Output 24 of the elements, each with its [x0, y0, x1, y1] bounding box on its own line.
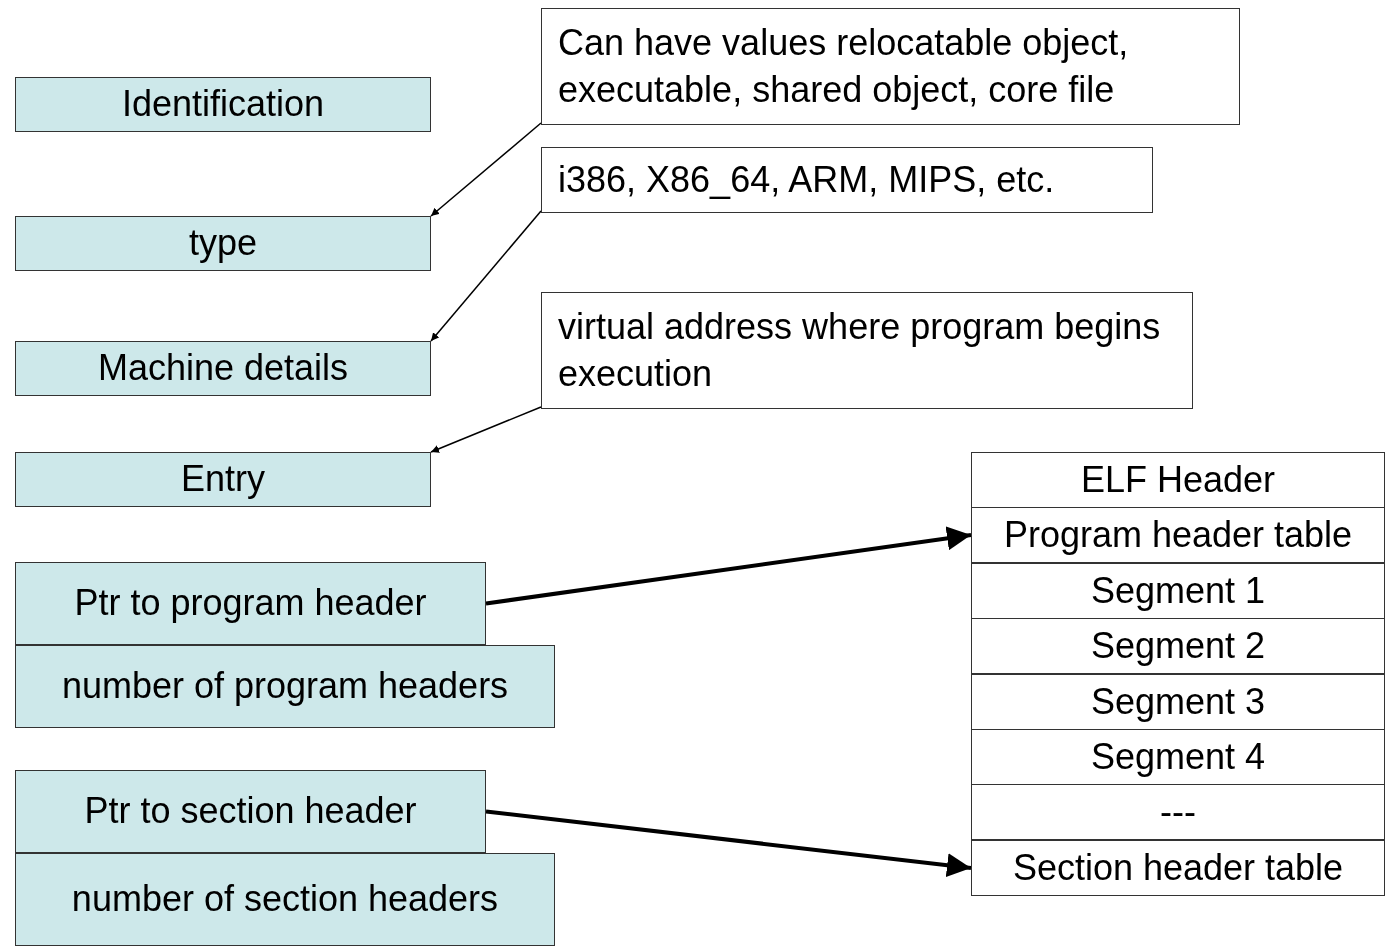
field-box: number of program headers — [15, 645, 555, 728]
field-box: Identification — [15, 77, 431, 132]
note-box: i386, X86_64, ARM, MIPS, etc. — [541, 147, 1153, 213]
note-box: Can have values relocatable object, executable, shared object, core file — [541, 8, 1240, 125]
leader-arrow — [430, 210, 542, 342]
pointer-arrow — [485, 809, 972, 878]
table-row: Segment 1 — [971, 563, 1385, 619]
table-row: Program header table — [971, 507, 1385, 563]
leader-arrow — [430, 406, 542, 453]
field-box: Ptr to program header — [15, 562, 486, 645]
table-row: --- — [971, 784, 1385, 840]
table-row: ELF Header — [971, 452, 1385, 508]
table-row: Segment 4 — [971, 729, 1385, 785]
field-box: type — [15, 216, 431, 271]
field-box: Entry — [15, 452, 431, 507]
leader-arrow — [430, 122, 542, 217]
field-box: Machine details — [15, 341, 431, 396]
pointer-arrow — [485, 526, 972, 606]
note-box: virtual address where program begins execution — [541, 292, 1193, 409]
table-row: Section header table — [971, 840, 1385, 896]
field-box: number of section headers — [15, 853, 555, 946]
table-row: Segment 3 — [971, 674, 1385, 730]
field-box: Ptr to section header — [15, 770, 486, 853]
table-row: Segment 2 — [971, 618, 1385, 674]
